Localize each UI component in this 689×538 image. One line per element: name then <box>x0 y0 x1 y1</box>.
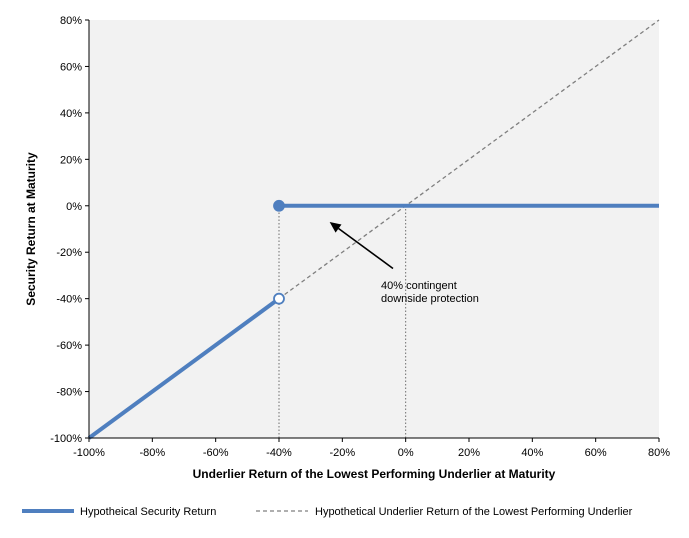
y-tick-label: -100% <box>50 433 82 445</box>
x-tick-label: 40% <box>521 447 543 459</box>
y-tick-label: -60% <box>56 340 82 352</box>
annotation: 40% contingent downside protection <box>329 222 479 305</box>
x-tick-label: -40% <box>266 447 292 459</box>
x-tick-label: 60% <box>585 447 607 459</box>
y-tick-label: 0% <box>66 201 82 213</box>
x-tick-label: -60% <box>203 447 229 459</box>
underlier-return-line <box>278 19 660 300</box>
y-tick-label: 80% <box>60 15 82 27</box>
x-tick-label: 0% <box>398 447 414 459</box>
x-tick-label: -20% <box>329 447 355 459</box>
y-axis-title: Security Return at Maturity <box>24 152 38 306</box>
legend-label-underlier: Hypothetical Underlier Return of the Low… <box>315 506 633 518</box>
x-tick-label: -100% <box>73 447 105 459</box>
annotation-arrow-shaft <box>338 227 394 270</box>
legend-label-security: Hypotheical Security Return <box>80 506 216 518</box>
open-marker <box>273 292 285 305</box>
y-tick-label: 60% <box>60 61 82 73</box>
annotation-text-line-2: downside protection <box>381 293 479 305</box>
y-tick-label: -80% <box>56 387 82 399</box>
annotation-arrowhead <box>329 222 342 233</box>
legend: Hypotheical Security Return Hypothetical… <box>22 506 633 518</box>
y-tick-label: -20% <box>56 247 82 259</box>
filled-marker <box>273 199 285 212</box>
security-return-segment-0 <box>87 297 281 440</box>
x-tick-label: 80% <box>648 447 670 459</box>
annotation-text-line-1: 40% contingent <box>381 280 457 292</box>
y-tick-label: -40% <box>56 294 82 306</box>
y-tick-label: 20% <box>60 154 82 166</box>
x-tick-label: 20% <box>458 447 480 459</box>
x-axis-title: Underlier Return of the Lowest Performin… <box>193 467 556 481</box>
y-tick-label: 40% <box>60 108 82 120</box>
x-tick-label: -80% <box>139 447 165 459</box>
